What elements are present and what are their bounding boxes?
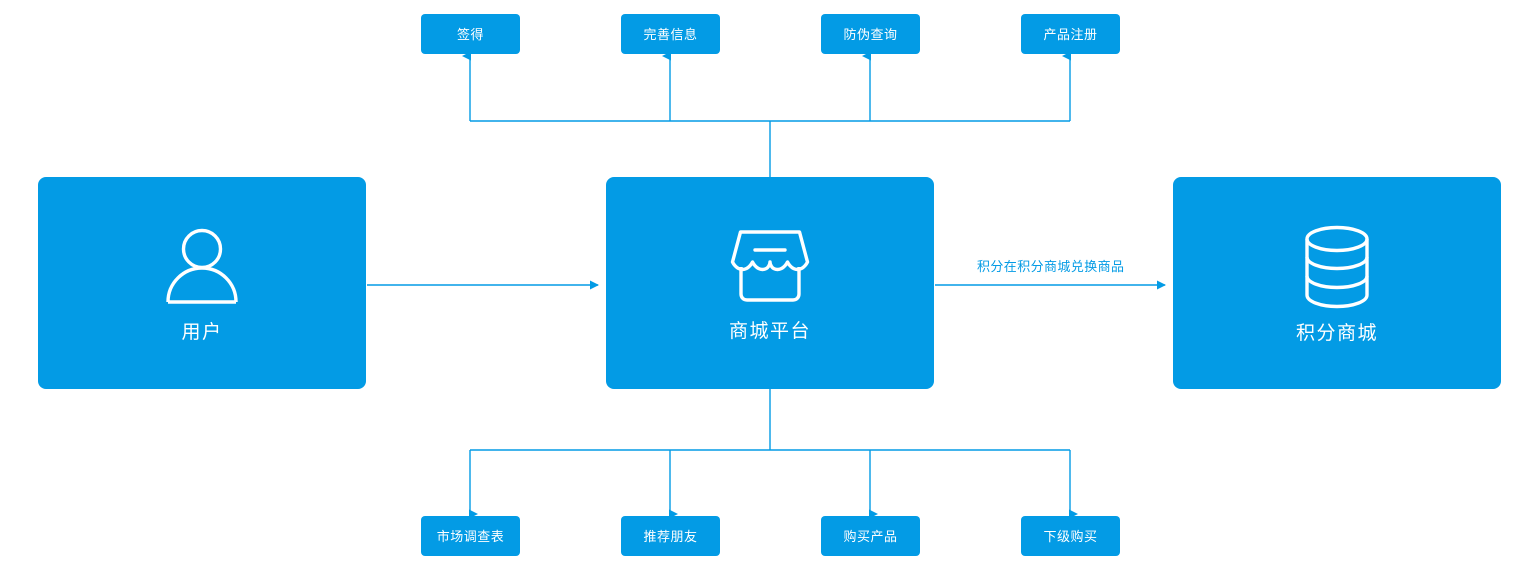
shop-icon: [728, 226, 812, 308]
node-points-mall-label: 积分商城: [1295, 322, 1378, 344]
database-icon: [1299, 224, 1375, 310]
node-buy-product-label: 购买产品: [843, 528, 898, 544]
person-icon: [160, 225, 244, 309]
node-sign-in-label: 签得: [456, 26, 484, 42]
node-user[interactable]: 用户: [38, 177, 366, 389]
node-complete-info-label: 完善信息: [643, 26, 698, 42]
node-refer-friend-label: 推荐朋友: [643, 528, 698, 544]
node-market-survey-label: 市场调查表: [436, 528, 505, 544]
node-points-mall[interactable]: 积分商城: [1173, 177, 1501, 389]
node-platform[interactable]: 商城平台: [606, 177, 934, 389]
node-anti-counterfeit-query-label: 防伪查询: [843, 26, 898, 42]
node-refer-friend[interactable]: 推荐朋友: [621, 516, 720, 556]
node-downline-purchase-label: 下级购买: [1043, 528, 1098, 544]
node-product-registration[interactable]: 产品注册: [1021, 14, 1120, 54]
node-sign-in[interactable]: 签得: [421, 14, 520, 54]
edge-label-points-exchange: 积分在积分商城兑换商品: [977, 259, 1125, 274]
node-buy-product[interactable]: 购买产品: [821, 516, 920, 556]
node-product-registration-label: 产品注册: [1043, 26, 1098, 42]
node-market-survey[interactable]: 市场调查表: [421, 516, 520, 556]
node-complete-info[interactable]: 完善信息: [621, 14, 720, 54]
node-anti-counterfeit-query[interactable]: 防伪查询: [821, 14, 920, 54]
node-user-label: 用户: [181, 321, 223, 343]
node-downline-purchase[interactable]: 下级购买: [1021, 516, 1120, 556]
node-platform-label: 商城平台: [728, 320, 811, 342]
